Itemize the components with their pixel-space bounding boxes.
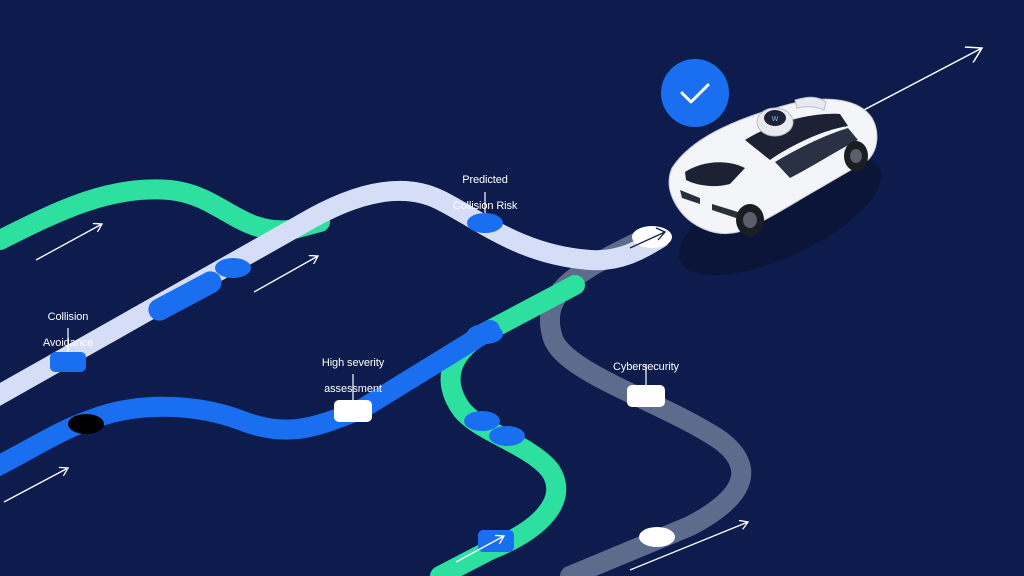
collision-avoidance-line1: Collision bbox=[47, 311, 89, 323]
start-node-arrow bbox=[629, 231, 666, 249]
cybersecurity-marker[interactable] bbox=[627, 385, 665, 407]
high-severity-assessment-label: High severity assessment bbox=[308, 344, 398, 409]
status-badge bbox=[661, 59, 729, 127]
high-severity-line2: assessment bbox=[324, 383, 382, 395]
autonomous-car-icon: W bbox=[668, 96, 878, 236]
black-node-marker bbox=[68, 414, 104, 434]
arrow-icon bbox=[629, 522, 748, 571]
collision-risk-marker[interactable] bbox=[467, 213, 503, 233]
arrow-icon bbox=[253, 256, 318, 293]
high-severity-line1: High severity bbox=[321, 357, 385, 369]
high-severity-path bbox=[0, 320, 500, 477]
lavender-marker[interactable] bbox=[215, 258, 251, 278]
green-marker-b[interactable] bbox=[489, 426, 525, 446]
arrow-icon bbox=[859, 48, 982, 113]
checkmark-icon bbox=[680, 83, 710, 104]
collision-avoidance-marker[interactable] bbox=[50, 352, 86, 372]
predicted-collision-risk-line1: Predicted bbox=[462, 174, 508, 186]
car-shadow bbox=[678, 154, 882, 276]
collision-avoidance-line2: Avoidance bbox=[42, 337, 94, 349]
arrow-icon bbox=[455, 536, 504, 563]
junction-marker[interactable] bbox=[467, 324, 503, 344]
green-marker-a[interactable] bbox=[464, 411, 500, 431]
gray-path-marker[interactable] bbox=[639, 527, 675, 547]
predicted-collision-risk-line2: Collision Risk bbox=[452, 200, 518, 212]
cybersecurity-line: Cybersecurity bbox=[613, 361, 679, 373]
predicted-collision-risk-label: Predicted Collision Risk bbox=[445, 161, 525, 226]
lavender-capsule-marker[interactable] bbox=[145, 268, 226, 325]
arrow-icon bbox=[35, 224, 102, 261]
start-node-arrowhead bbox=[655, 227, 667, 241]
cybersecurity-label: Cybersecurity bbox=[601, 348, 691, 387]
arrow-icon bbox=[3, 468, 68, 503]
svg-text:W: W bbox=[772, 116, 779, 123]
collision-avoidance-label: Collision Avoidance bbox=[28, 298, 108, 363]
green-path-top bbox=[0, 179, 330, 250]
high-severity-marker[interactable] bbox=[334, 400, 372, 422]
